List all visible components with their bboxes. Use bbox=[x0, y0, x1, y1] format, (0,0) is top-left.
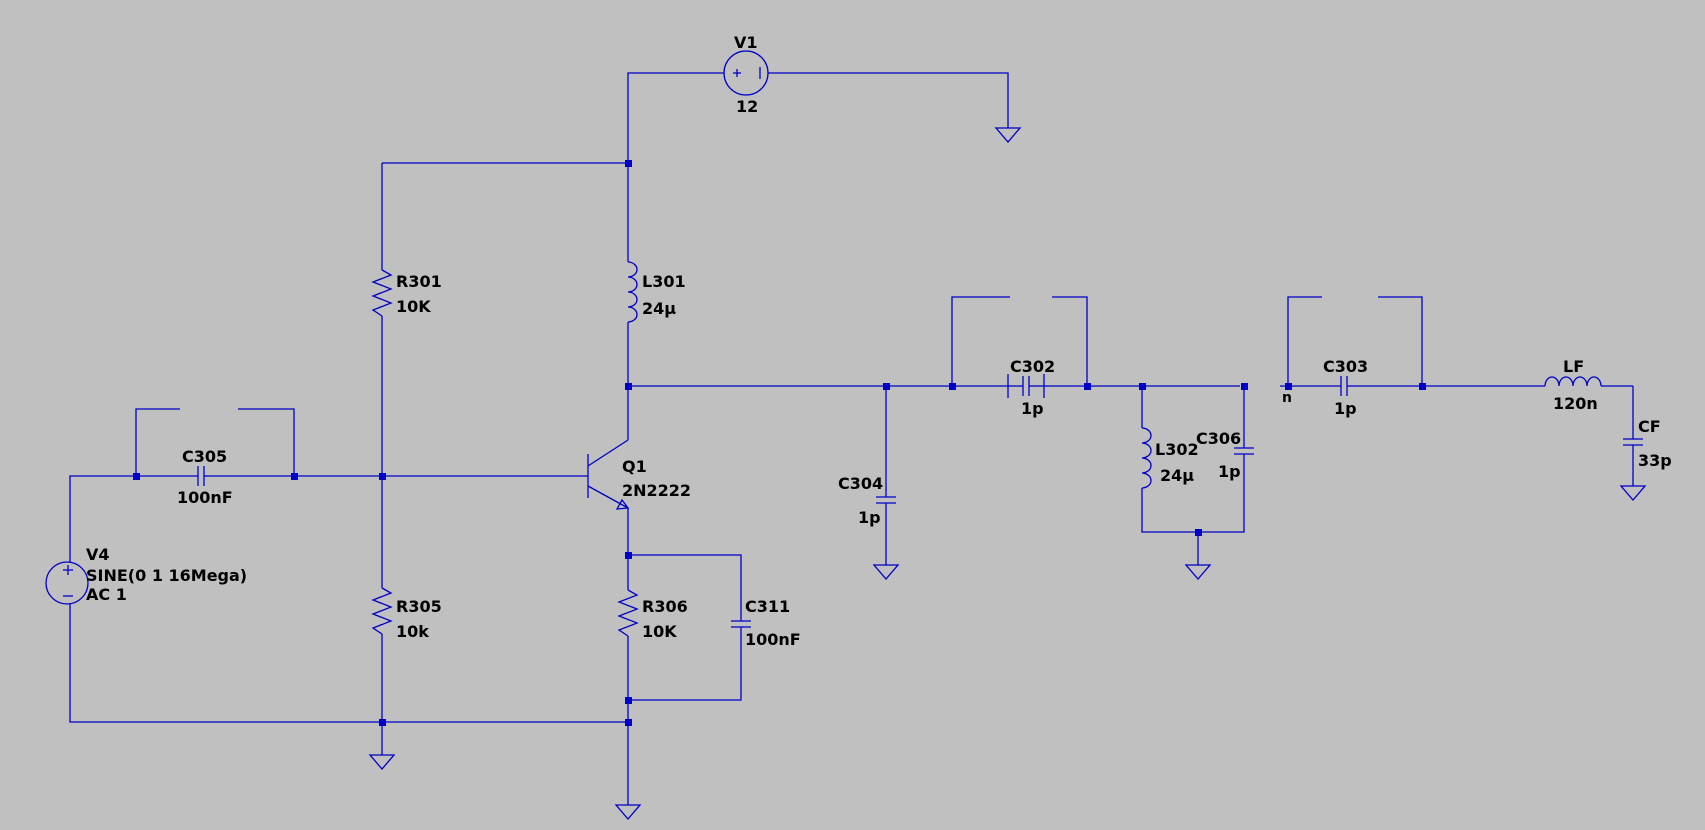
l301-value: 24µ bbox=[642, 299, 676, 318]
v1-ref: V1 bbox=[734, 33, 758, 52]
c306-value: 1p bbox=[1218, 462, 1241, 481]
inductor-l301[interactable]: L301 24µ bbox=[627, 261, 686, 323]
r301-value: 10K bbox=[396, 297, 431, 316]
capacitor-c311[interactable]: C311 100nF bbox=[731, 597, 801, 649]
cf-value: 33p bbox=[1638, 451, 1672, 470]
capacitor-c304[interactable]: C304 1p bbox=[838, 474, 896, 527]
lf-ref: LF bbox=[1563, 357, 1584, 376]
capacitor-c302[interactable]: C302 1p bbox=[1007, 357, 1055, 418]
q1-ref: Q1 bbox=[622, 457, 647, 476]
l302-ref: L302 bbox=[1155, 440, 1199, 459]
source-v4[interactable]: V4 SINE(0 1 16Mega) AC 1 bbox=[45, 545, 247, 605]
r305-value: 10k bbox=[396, 622, 429, 641]
transistor-q1[interactable]: Q1 2N2222 bbox=[587, 439, 691, 518]
c302-ref: C302 bbox=[1010, 357, 1055, 376]
ground-symbols bbox=[368, 127, 1647, 820]
ground-symbol bbox=[614, 804, 642, 820]
inductor-l302[interactable]: L302 24µ bbox=[1141, 427, 1199, 489]
c305-ref: C305 bbox=[182, 447, 227, 466]
c303-ref: C303 bbox=[1323, 357, 1368, 376]
capacitor-c303[interactable]: C303 1p bbox=[1311, 357, 1368, 418]
inductor-lf[interactable]: LF 120n bbox=[1544, 357, 1602, 413]
q1-value: 2N2222 bbox=[622, 481, 691, 500]
v4-value: SINE(0 1 16Mega) bbox=[86, 566, 247, 585]
l302-value: 24µ bbox=[1160, 466, 1194, 485]
c302-value: 1p bbox=[1021, 399, 1044, 418]
cf-ref: CF bbox=[1638, 417, 1661, 436]
c303-value: 1p bbox=[1334, 399, 1357, 418]
ground-symbol bbox=[872, 564, 900, 580]
c311-value: 100nF bbox=[745, 630, 801, 649]
r305-ref: R305 bbox=[396, 597, 442, 616]
ground-symbol bbox=[1184, 564, 1212, 580]
ground-symbol bbox=[368, 754, 396, 770]
r301-ref: R301 bbox=[396, 272, 442, 291]
source-v1[interactable]: V1 12 bbox=[723, 33, 769, 116]
resistor-r305[interactable]: R305 10k bbox=[371, 587, 442, 641]
net-label-n: n bbox=[1282, 390, 1292, 406]
v1-value: 12 bbox=[736, 97, 758, 116]
r306-ref: R306 bbox=[642, 597, 688, 616]
capacitor-c306[interactable]: C306 1p bbox=[1196, 429, 1254, 481]
l301-ref: L301 bbox=[642, 272, 686, 291]
v4-ac: AC 1 bbox=[86, 585, 127, 604]
resistor-r306[interactable]: R306 10K bbox=[617, 589, 688, 641]
capacitor-cf[interactable]: CF 33p bbox=[1623, 417, 1672, 470]
v4-ref: V4 bbox=[86, 545, 110, 564]
c311-ref: C311 bbox=[745, 597, 790, 616]
r306-value: 10K bbox=[642, 622, 677, 641]
junctions bbox=[133, 160, 1426, 726]
ground-symbol bbox=[1619, 485, 1647, 501]
ground-symbol bbox=[994, 127, 1022, 143]
lf-value: 120n bbox=[1553, 394, 1598, 413]
resistor-r301[interactable]: R301 10K bbox=[371, 269, 442, 317]
wires bbox=[69, 72, 1634, 805]
capacitor-c305[interactable]: C305 100nF bbox=[177, 447, 233, 507]
c306-ref: C306 bbox=[1196, 429, 1241, 448]
c304-ref: C304 bbox=[838, 474, 883, 493]
c305-value: 100nF bbox=[177, 488, 233, 507]
c304-value: 1p bbox=[858, 508, 881, 527]
